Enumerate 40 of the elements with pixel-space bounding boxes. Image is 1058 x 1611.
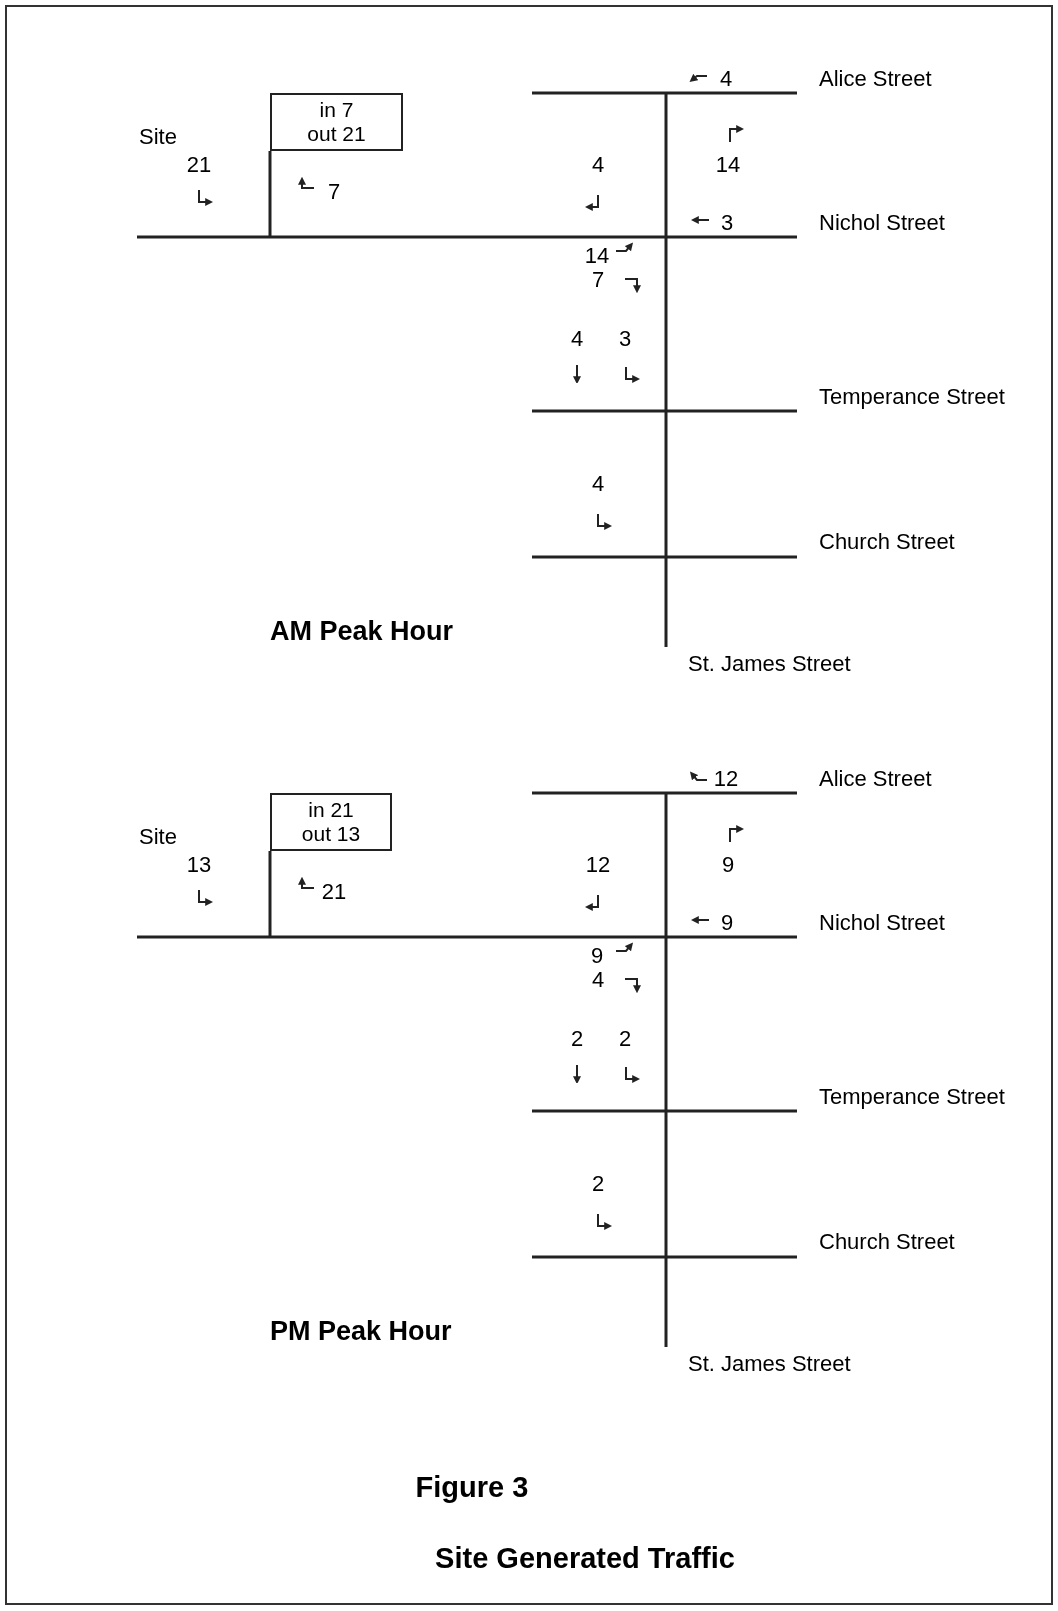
traffic-volume: 4 — [570, 324, 584, 353]
street-name: Nichol Street — [819, 908, 945, 937]
traffic-volume: 4 — [591, 150, 605, 179]
period-heading: AM Peak Hour — [270, 614, 454, 648]
street-name: Alice Street — [819, 64, 932, 93]
traffic-volume: 21 — [186, 150, 212, 179]
traffic-volume: 2 — [570, 1024, 584, 1053]
site-access-box — [270, 793, 392, 851]
traffic-total: in 7 — [319, 97, 354, 122]
period-heading: PM Peak Hour — [270, 1314, 452, 1348]
site-access-box — [270, 93, 403, 151]
site-label: Site — [139, 122, 177, 151]
street-name: Church Street — [819, 527, 955, 556]
site-label: Site — [139, 822, 177, 851]
traffic-volume: 4 — [719, 64, 733, 93]
street-name: Temperance Street — [819, 1082, 1005, 1111]
traffic-total: out 13 — [301, 822, 361, 847]
traffic-volume: 2 — [591, 1169, 605, 1198]
street-name: Nichol Street — [819, 208, 945, 237]
street-name: Church Street — [819, 1227, 955, 1256]
traffic-volume: 21 — [321, 877, 347, 906]
traffic-volume: 3 — [720, 208, 734, 237]
traffic-volume: 14 — [715, 150, 741, 179]
traffic-volume: 7 — [327, 177, 341, 206]
street-name: Temperance Street — [819, 382, 1005, 411]
traffic-volume: 9 — [720, 908, 734, 937]
street-name: Alice Street — [819, 764, 932, 793]
street-name: St. James Street — [688, 649, 851, 678]
traffic-volume: 3 — [618, 324, 632, 353]
figure-caption: Site Generated Traffic — [435, 1541, 735, 1577]
figure-title: Figure 3 — [415, 1470, 529, 1506]
street-name: St. James Street — [688, 1349, 851, 1378]
traffic-volume: 12 — [585, 850, 611, 879]
traffic-total: out 21 — [307, 122, 366, 147]
traffic-volume: 2 — [618, 1024, 632, 1053]
traffic-volume: 13 — [186, 850, 212, 879]
traffic-volume: 12 — [713, 764, 739, 793]
traffic-total: in 21 — [308, 797, 354, 822]
traffic-volume: 9 — [721, 850, 735, 879]
traffic-volume: 4 — [591, 469, 605, 498]
